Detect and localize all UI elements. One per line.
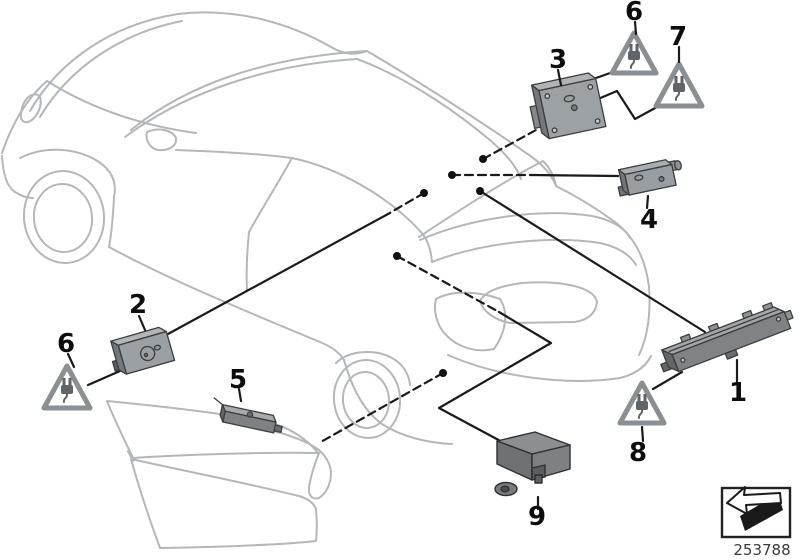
antenna-cable-loop [273, 430, 332, 500]
door-panel-outline [106, 400, 332, 549]
part-2-module[interactable] [107, 326, 176, 377]
plug-icon [636, 394, 648, 419]
plug-icon [673, 76, 685, 101]
callout-2[interactable]: 2 [129, 290, 147, 320]
front-bumper-line [1, 155, 34, 199]
part-4-module[interactable] [615, 157, 685, 197]
callout-9[interactable]: 9 [528, 502, 546, 532]
plug-icon [628, 44, 640, 69]
rear-deck-arc-2 [431, 238, 637, 266]
beltline-to-deck [420, 231, 433, 263]
a-pillar-inner [39, 20, 183, 118]
warning-triangle-8[interactable] [617, 380, 667, 426]
callout-6-left[interactable]: 6 [57, 329, 75, 359]
leader-part-1-solid [478, 189, 707, 334]
rear-deck-arc [419, 212, 631, 241]
leader-part-2-solid [166, 212, 390, 336]
diagram-number-block: 253788 [720, 486, 792, 559]
connection-dot [479, 155, 487, 163]
part-5-module[interactable] [209, 397, 285, 435]
connection-dot [393, 252, 401, 260]
rear-quarter-right [555, 185, 651, 356]
rear-bumper-left-corner [343, 359, 453, 445]
rocker-line [108, 246, 345, 361]
rear-tire [332, 359, 402, 439]
tick-4 [645, 194, 650, 210]
callout-7[interactable]: 7 [669, 22, 687, 52]
callout-4[interactable]: 4 [640, 205, 658, 235]
a-pillar-outer [29, 13, 179, 112]
door-glass-outline [106, 400, 319, 459]
license-plate-recess [479, 281, 598, 324]
part-9-module[interactable] [494, 431, 571, 497]
connection-dot [448, 171, 456, 179]
b-pillar [245, 157, 293, 292]
warning-triangle-6-left[interactable] [41, 363, 93, 411]
headlight-outline [19, 93, 42, 124]
leader-part-3-dashed [481, 128, 538, 161]
door-panel-tab [127, 450, 134, 462]
roof-line [177, 11, 368, 55]
part-1-module[interactable] [654, 297, 798, 382]
warning-triangle-7[interactable] [653, 61, 705, 109]
tick-6-top [633, 20, 638, 36]
connection-dot [476, 187, 484, 195]
front-tire [22, 170, 106, 264]
callout-6-top[interactable]: 6 [625, 0, 643, 27]
tick-3 [556, 68, 563, 87]
callout-8[interactable]: 8 [629, 438, 647, 468]
taillight-left [434, 291, 507, 352]
tick-2 [137, 314, 147, 332]
leader-part-9-solid [437, 310, 553, 446]
rear-rim [341, 371, 391, 429]
hood-cowl-line [46, 80, 197, 134]
link-part1-triangle8 [651, 370, 684, 391]
callout-ticks [66, 20, 739, 511]
warning-triangle-6-top[interactable] [609, 30, 659, 76]
door-panel-shape [130, 458, 318, 549]
tick-8 [640, 425, 645, 443]
rear-wheel-arch [335, 351, 411, 386]
front-wheel-arch [19, 148, 116, 248]
link-part2-triangle6 [86, 369, 122, 387]
c-pillar-inner [124, 58, 522, 180]
beltline [175, 149, 422, 233]
link-part3-triangle7 [596, 89, 659, 121]
side-mirror [145, 128, 178, 152]
plug-icon [61, 378, 73, 403]
callout-3[interactable]: 3 [549, 45, 567, 75]
callout-5[interactable]: 5 [229, 365, 247, 395]
replacement-arrow-icon [726, 486, 783, 531]
callout-1[interactable]: 1 [729, 378, 747, 408]
leader-part-4-solid [529, 173, 620, 178]
leader-part-5-dashed [317, 371, 445, 445]
rear-bumper-bottom [447, 354, 652, 382]
car-outline [1, 11, 652, 445]
leader-part-9-dashed [395, 254, 501, 314]
tick-5 [237, 387, 243, 403]
connection-dot [439, 369, 447, 377]
diagram-number-text: 253788 [733, 541, 790, 559]
connection-dot [420, 189, 428, 197]
leader-part-2-dashed [386, 191, 426, 216]
tick-6-left [66, 352, 76, 369]
leader-lines [86, 70, 707, 446]
side-glass-top [130, 50, 368, 131]
part-3-module[interactable] [526, 72, 607, 141]
front-rim [32, 183, 94, 253]
